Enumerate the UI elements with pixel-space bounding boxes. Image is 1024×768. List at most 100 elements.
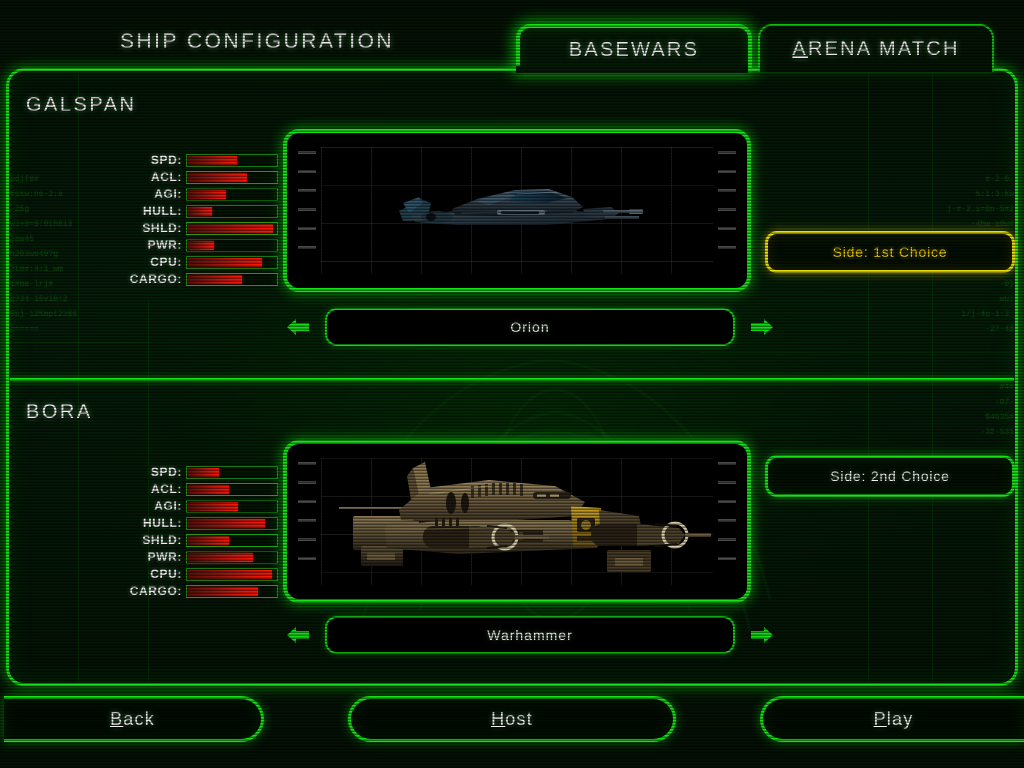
- stat-panel-bora: SPD: ACL: AGI: HULL: SHLD: PWR: CPU: CA: [108, 464, 278, 600]
- play-button-hotkey: P: [873, 708, 887, 729]
- right-arrow-icon: [751, 319, 773, 335]
- stat-row-pwr: PWR:: [108, 549, 278, 565]
- back-button[interactable]: Back: [4, 696, 264, 742]
- stat-fill-agi: [188, 189, 226, 199]
- stat-label-acl: ACL:: [150, 482, 182, 496]
- stat-fill-spd: [188, 155, 238, 165]
- stat-fill-acl: [188, 484, 230, 494]
- stat-track-shld: [186, 221, 278, 235]
- stat-track-pwr: [186, 238, 278, 252]
- next-ship-button-galspan[interactable]: [747, 312, 777, 342]
- ship-render-orion: [399, 189, 643, 225]
- play-button[interactable]: Play: [760, 696, 1024, 742]
- stat-row-cargo: CARGO:: [108, 583, 278, 599]
- section-divider: [10, 378, 1014, 381]
- tab-basewars-label: BASEWARS: [568, 38, 700, 61]
- stat-track-spd: [186, 465, 278, 479]
- stat-row-spd: SPD:: [108, 152, 278, 168]
- stat-label-hull: HULL:: [143, 516, 182, 530]
- stat-track-cargo: [186, 272, 278, 286]
- stat-track-shld: [186, 533, 278, 547]
- host-button[interactable]: Host: [348, 696, 676, 742]
- stat-row-acl: ACL:: [108, 481, 278, 497]
- stat-fill-spd: [188, 467, 220, 477]
- tab-panel-notch: [516, 66, 748, 73]
- ship-name-box-bora[interactable]: Warhammer: [325, 616, 735, 654]
- stat-track-agi: [186, 499, 278, 513]
- stat-track-cpu: [186, 255, 278, 269]
- prev-ship-button-galspan[interactable]: [283, 312, 313, 342]
- side-choice-label-2: Side: 2nd Choice: [830, 468, 950, 484]
- page-title: SHIP CONFIGURATION: [120, 30, 395, 53]
- stat-label-pwr: PWR:: [147, 550, 182, 564]
- next-ship-button-bora[interactable]: [747, 620, 777, 650]
- stat-track-hull: [186, 204, 278, 218]
- stat-row-pwr: PWR:: [108, 237, 278, 253]
- stat-label-acl: ACL:: [150, 170, 182, 184]
- stat-row-cpu: CPU:: [108, 254, 278, 270]
- left-arrow-icon: [287, 319, 309, 335]
- stat-label-hull: HULL:: [143, 204, 182, 218]
- ship-selector-bora: Warhammer: [283, 616, 777, 654]
- side-choice-button-2[interactable]: Side: 2nd Choice: [765, 455, 1015, 497]
- stat-track-agi: [186, 187, 278, 201]
- stat-fill-shld: [188, 223, 274, 233]
- stat-track-hull: [186, 516, 278, 530]
- stat-fill-pwr: [188, 240, 214, 250]
- stat-panel-galspan: SPD: ACL: AGI: HULL: SHLD: PWR: CPU: CA: [108, 152, 278, 288]
- stat-track-cargo: [186, 584, 278, 598]
- ship-name-galspan: Orion: [510, 319, 550, 335]
- stat-fill-hull: [188, 206, 213, 216]
- viewport-ticks-left-bora: [298, 462, 316, 576]
- stat-row-cargo: CARGO:: [108, 271, 278, 287]
- stat-fill-hull: [188, 518, 266, 528]
- ship-name-box-galspan[interactable]: Orion: [325, 308, 735, 346]
- stat-label-cargo: CARGO:: [129, 584, 182, 598]
- stat-track-acl: [186, 482, 278, 496]
- stat-fill-pwr: [188, 552, 253, 562]
- faction-label-bora: BORA: [26, 401, 93, 423]
- stat-label-cargo: CARGO:: [129, 272, 182, 286]
- stat-label-cpu: CPU:: [150, 255, 182, 269]
- prev-ship-button-bora[interactable]: [283, 620, 313, 650]
- stat-fill-acl: [188, 172, 248, 182]
- stat-track-pwr: [186, 550, 278, 564]
- ship-selector-galspan: Orion: [283, 308, 777, 346]
- host-button-hotkey: H: [491, 708, 506, 729]
- side-choice-button-1[interactable]: Side: 1st Choice: [765, 231, 1015, 273]
- back-button-label: ack: [123, 708, 155, 729]
- stat-row-cpu: CPU:: [108, 566, 278, 582]
- faction-label-galspan: GALSPAN: [26, 94, 137, 116]
- side-choice-label-1: Side: 1st Choice: [832, 244, 948, 260]
- stat-label-spd: SPD:: [150, 465, 182, 479]
- stat-row-acl: ACL:: [108, 169, 278, 185]
- stat-fill-cargo: [188, 274, 242, 284]
- tab-arena-match-label: RENA MATCH: [807, 37, 960, 60]
- viewport-ticks-right-bora: [718, 462, 736, 576]
- stat-track-acl: [186, 170, 278, 184]
- stat-track-spd: [186, 153, 278, 167]
- back-button-hotkey: B: [110, 708, 124, 729]
- viewport-ticks-left-galspan: [298, 151, 316, 265]
- stat-label-agi: AGI:: [154, 187, 182, 201]
- left-arrow-icon: [287, 627, 309, 643]
- stat-fill-shld: [188, 535, 230, 545]
- play-button-label: lay: [886, 708, 914, 729]
- stat-row-spd: SPD:: [108, 464, 278, 480]
- stat-label-spd: SPD:: [150, 153, 182, 167]
- right-arrow-icon: [751, 627, 773, 643]
- stat-label-shld: SHLD:: [142, 221, 182, 235]
- stat-fill-agi: [188, 501, 239, 511]
- tab-arena-match-hotkey: A: [792, 37, 808, 60]
- tab-basewars[interactable]: BASEWARS: [516, 24, 752, 72]
- stat-row-hull: HULL:: [108, 515, 278, 531]
- ship-viewport-galspan: [283, 129, 751, 292]
- stat-label-shld: SHLD:: [142, 533, 182, 547]
- stat-row-shld: SHLD:: [108, 220, 278, 236]
- stat-label-pwr: PWR:: [147, 238, 182, 252]
- stat-track-cpu: [186, 567, 278, 581]
- stat-row-agi: AGI:: [108, 186, 278, 202]
